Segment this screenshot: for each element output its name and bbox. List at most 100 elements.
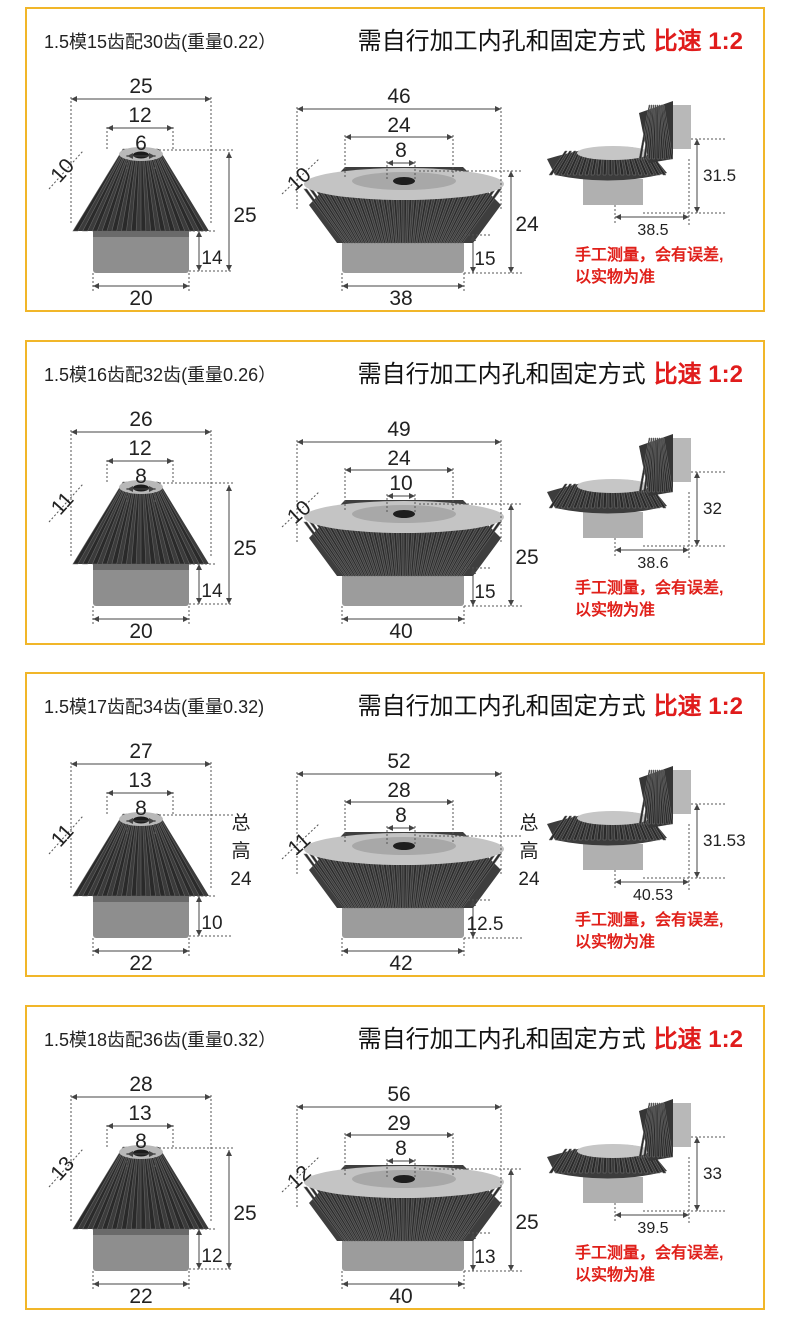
pinion-total-height: 25	[233, 204, 256, 227]
assembly-hub	[583, 1177, 643, 1203]
gear-total-height: 24	[515, 213, 539, 236]
gear-hub-diameter: 24	[387, 447, 411, 470]
gear-height-label: 总	[519, 812, 538, 834]
pinion-gear	[72, 812, 209, 938]
measurement-disclaimer: 手工测量，会有误差,以实物为准	[575, 578, 765, 622]
gear-hub-height: 13	[474, 1247, 495, 1268]
assembly-dimensions: 32 38.6	[614, 471, 727, 572]
pinion-hub-diameter: 13	[128, 769, 151, 792]
pinion-tooth-width: 10	[46, 154, 79, 187]
assembly-height: 31.53	[703, 831, 746, 850]
pinion-height-label: 24	[230, 869, 252, 890]
large-gear	[303, 500, 504, 606]
large-gear	[303, 832, 504, 938]
pinion-outer-diameter: 26	[129, 408, 152, 431]
gear-bore	[393, 510, 415, 518]
gear-hub-height: 15	[474, 249, 495, 270]
pinion-hub-diameter: 13	[128, 1102, 151, 1125]
gear-outer-diameter: 46	[387, 85, 410, 108]
speed-ratio: 比速 1:2	[653, 361, 743, 388]
card-header-note: 需自行加工内孔和固定方式比速 1:2	[358, 1019, 743, 1054]
pinion-hub	[93, 560, 189, 606]
gear-outer-diameter: 56	[387, 1083, 410, 1106]
gear-hub-outer-diameter: 38	[389, 287, 412, 310]
process-note: 需自行加工内孔和固定方式	[357, 1026, 646, 1053]
gear-height-label: 24	[518, 869, 540, 890]
pinion-bore-diameter: 8	[135, 465, 147, 488]
assembly-hub	[583, 844, 643, 870]
pinion-tooth-width: 13	[46, 1152, 79, 1185]
assembly-width: 38.6	[637, 555, 668, 572]
pinion-gear	[72, 147, 209, 273]
pinion-hub-diameter: 12	[128, 437, 151, 460]
pinion-hub-height: 14	[201, 581, 223, 602]
pinion-height-label: 总	[231, 812, 250, 834]
gear-outer-diameter: 49	[387, 418, 410, 441]
gear-assembly	[547, 434, 691, 538]
assembly-height: 33	[703, 1164, 722, 1183]
pinion-outer-diameter: 28	[129, 1073, 152, 1096]
speed-ratio: 比速 1:2	[653, 1026, 743, 1053]
pinion-bore	[133, 1149, 149, 1157]
card-header-note: 需自行加工内孔和固定方式比速 1:2	[358, 354, 743, 389]
assembly-width: 40.53	[633, 887, 673, 904]
pinion-total-height: 25	[233, 537, 256, 560]
large-gear	[303, 167, 504, 273]
gear-hub-height: 15	[474, 582, 495, 603]
assembly-dimensions: 33 39.5	[614, 1136, 727, 1237]
pinion-hub-outer-diameter: 22	[129, 952, 152, 975]
assembly-pinion-hub	[673, 438, 691, 482]
gear-spec-card: 1.5模16齿配32齿(重量0.26） 需自行加工内孔和固定方式比速 1:2 手工测…	[25, 340, 765, 645]
assembly-dimensions: 31.538.5	[614, 138, 736, 239]
assembly-hub	[583, 512, 643, 538]
disclaimer-line: 手工测量，会有误差,	[575, 1245, 724, 1262]
gear-assembly	[547, 1099, 691, 1203]
pinion-hub-outer-diameter: 22	[129, 1285, 152, 1308]
gear-hub-diameter: 28	[387, 779, 410, 802]
assembly-dimensions: 31.53 40.53	[614, 803, 746, 904]
gear-outer-diameter: 52	[387, 750, 410, 773]
gear-bore-diameter: 8	[395, 1137, 407, 1160]
gear-hub-diameter: 29	[387, 1112, 410, 1135]
process-note: 需自行加工内孔和固定方式	[357, 28, 646, 55]
disclaimer-line: 以实物为准	[575, 269, 656, 286]
assembly-height: 32	[703, 499, 722, 518]
card-title: 1.5模15齿配30齿(重量0.22）	[44, 32, 277, 52]
assembly-width: 39.5	[637, 1220, 668, 1237]
gear-bore	[393, 1175, 415, 1183]
disclaimer-line: 手工测量，会有误差,	[575, 247, 724, 264]
card-title: 1.5模16齿配32齿(重量0.26）	[44, 365, 277, 385]
measurement-disclaimer: 手工测量，会有误差,以实物为准	[575, 910, 765, 954]
pinion-hub	[93, 227, 189, 273]
speed-ratio: 比速 1:2	[653, 28, 743, 55]
pinion-total-height: 25	[233, 1202, 256, 1225]
gear-bore-diameter: 8	[395, 139, 407, 162]
card-header-note: 需自行加工内孔和固定方式比速 1:2	[358, 21, 743, 56]
pinion-hub-outer-diameter: 20	[129, 287, 152, 310]
pinion-gear	[72, 480, 209, 606]
pinion-outer-diameter: 27	[129, 740, 152, 763]
measurement-disclaimer: 手工测量，会有误差, 以实物为准	[575, 245, 765, 289]
pinion-gear	[72, 1145, 209, 1271]
pinion-tooth-width: 11	[47, 820, 79, 852]
gear-total-height: 25	[515, 546, 538, 569]
gear-assembly	[547, 766, 691, 870]
speed-ratio: 比速 1:2	[653, 693, 743, 720]
assembly-width: 38.5	[637, 222, 668, 239]
gear-bore	[393, 842, 415, 850]
pinion-bore	[133, 484, 149, 492]
pinion-bore-diameter: 8	[135, 797, 147, 820]
assembly-pinion-hub	[673, 1103, 691, 1147]
pinion-bore-diameter: 8	[135, 1130, 147, 1153]
process-note: 需自行加工内孔和固定方式	[357, 361, 646, 388]
large-gear	[303, 1165, 504, 1271]
